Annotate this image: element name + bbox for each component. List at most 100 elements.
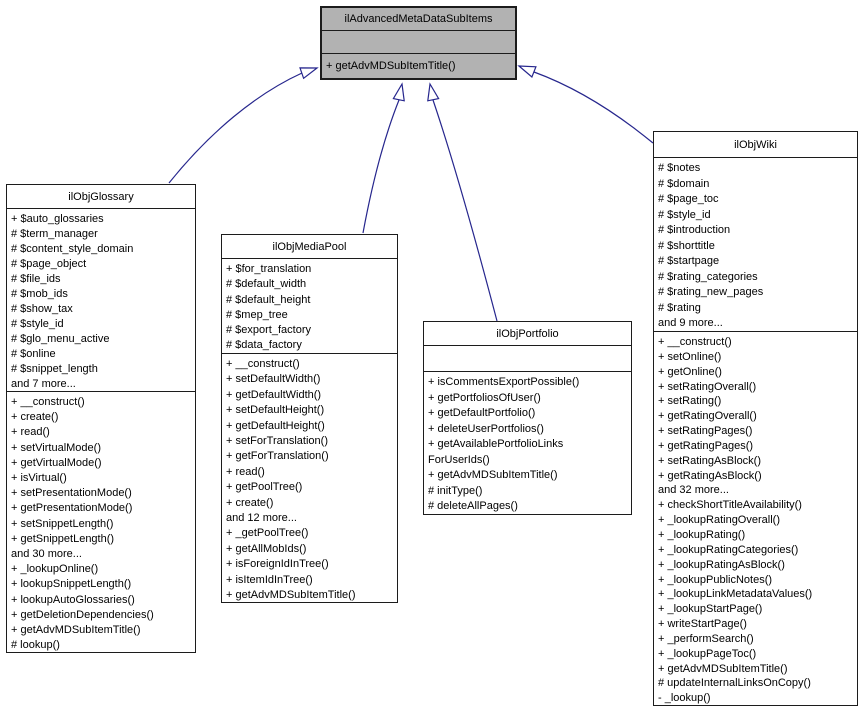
- member-row: + getVirtualMode(): [11, 456, 102, 469]
- member-row: + setForTranslation(): [226, 435, 328, 448]
- member-row: + __construct(): [658, 336, 732, 348]
- member-row: + getDefaultHeight(): [226, 419, 325, 432]
- member-row: + setDefaultWidth(): [226, 373, 321, 386]
- member-row: # $rating_new_pages: [658, 286, 764, 298]
- member-row: + getRatingOverall(): [658, 410, 757, 423]
- member-row: + setPresentationMode(): [11, 487, 132, 500]
- class-title[interactable]: ilObjMediaPool: [222, 235, 397, 259]
- member-row: + _lookupPageToc(): [658, 647, 757, 660]
- member-row: # $content_style_domain: [11, 243, 134, 255]
- class-node-ilobjmediapool[interactable]: ilObjMediaPool + $for_translation# $defa…: [221, 234, 398, 603]
- member-row: + getAdvMDSubItemTitle(): [226, 589, 356, 602]
- member-row: # $data_factory: [226, 339, 302, 352]
- member-row: # updateInternalLinksOnCopy(): [658, 677, 811, 690]
- member-row: + setDefaultHeight(): [226, 404, 325, 417]
- inheritance-edge-mediapool: [362, 99, 400, 234]
- methods-compartment: + getAdvMDSubItemTitle(): [322, 54, 515, 78]
- inheritance-arrowhead-wiki: [517, 65, 537, 79]
- member-row: + getRatingAsBlock(): [658, 469, 762, 482]
- member-row: + getPortfoliosOfUser(): [428, 391, 541, 404]
- member-row: # $rating_categories: [658, 270, 758, 283]
- member-row: + getPresentationMode(): [11, 502, 133, 515]
- member-row: # lookup(): [11, 639, 60, 652]
- member-row: + getOnline(): [658, 365, 722, 378]
- member-row: and 30 more...: [11, 548, 82, 561]
- inheritance-edge-portfolio: [432, 99, 498, 322]
- member-row: + getAdvMDSubItemTitle(): [11, 624, 141, 637]
- member-row: + setRatingPages(): [658, 425, 753, 438]
- member-row: # $show_tax: [11, 303, 73, 315]
- member-row: + isCommentsExportPossible(): [428, 376, 580, 388]
- member-row: + setRatingOverall(): [658, 380, 757, 393]
- class-node-iladvancedmetadatasubitems[interactable]: ilAdvancedMetaDataSubItems + getAdvMDSub…: [320, 6, 517, 80]
- class-title[interactable]: ilAdvancedMetaDataSubItems: [322, 8, 515, 31]
- member-row: # deleteAllPages(): [428, 500, 518, 512]
- member-row: + _lookupRatingOverall(): [658, 514, 780, 527]
- member-row: # $rating: [658, 301, 701, 314]
- member-row: + deleteUserPortfolios(): [428, 422, 544, 435]
- member-row: # $page_object: [11, 258, 87, 270]
- class-node-ilobjwiki[interactable]: ilObjWiki # $notes# $domain# $page_toc# …: [653, 131, 858, 706]
- member-row: + _lookupLinkMetadataValues(): [658, 588, 813, 601]
- member-row: + getAdvMDSubItemTitle(): [326, 60, 456, 72]
- member-row: # $snippet_length: [11, 363, 98, 375]
- member-row: + setRating(): [658, 395, 722, 408]
- member-row: and 7 more...: [11, 378, 76, 390]
- member-row: + _performSearch(): [658, 632, 754, 645]
- member-row: # $default_width: [226, 278, 307, 291]
- member-row: # $domain: [658, 177, 710, 190]
- member-row: + $auto_glossaries: [11, 213, 104, 225]
- member-row: + _getPoolTree(): [226, 527, 309, 540]
- member-row: + _lookupPublicNotes(): [658, 573, 773, 586]
- class-node-ilobjportfolio[interactable]: ilObjPortfolio + isCommentsExportPossibl…: [423, 321, 632, 515]
- member-row: + getSnippetLength(): [11, 532, 115, 545]
- member-row: # $export_factory: [226, 324, 311, 337]
- member-row: # $style_id: [11, 318, 64, 330]
- member-row: # $glo_menu_active: [11, 333, 110, 345]
- member-row: and 9 more...: [658, 317, 723, 329]
- member-row: # initType(): [428, 484, 483, 497]
- methods-compartment: + isCommentsExportPossible() + getPortfol…: [424, 372, 631, 514]
- member-row: + isForeignIdInTree(): [226, 558, 329, 571]
- member-row: + create(): [11, 411, 59, 424]
- class-title[interactable]: ilObjGlossary: [7, 185, 195, 209]
- member-row: + _lookupRatingCategories(): [658, 543, 799, 556]
- member-row: + setVirtualMode(): [11, 441, 101, 454]
- attributes-compartment: + $for_translation# $default_width# $def…: [222, 259, 397, 354]
- member-row: # $term_manager: [11, 228, 98, 240]
- member-row: + getAllMobIds(): [226, 542, 307, 555]
- class-node-ilobjglossary[interactable]: ilObjGlossary + $auto_glossaries # $term_…: [6, 184, 196, 653]
- member-row: # $default_height: [226, 293, 311, 306]
- member-row: + getAvailablePortfolioLinks: [428, 438, 564, 450]
- class-title[interactable]: ilObjPortfolio: [424, 322, 631, 346]
- inheritance-arrowhead-portfolio: [427, 82, 440, 102]
- methods-compartment: + __construct() + create() + read() + setVi…: [7, 392, 195, 652]
- member-row: + getAdvMDSubItemTitle(): [658, 662, 788, 675]
- attributes-compartment: + $auto_glossaries # $term_manager # $cont…: [7, 209, 195, 392]
- attributes-compartment: [424, 346, 631, 372]
- attributes-compartment: # $notes # $domain # $page_toc # $style_id #…: [654, 158, 857, 332]
- member-row: + getDeletionDependencies(): [11, 608, 154, 621]
- member-row: + setRatingAsBlock(): [658, 454, 762, 467]
- member-row: # $style_id: [658, 208, 711, 221]
- member-row: + create(): [226, 496, 274, 509]
- member-row: + __construct(): [11, 396, 85, 408]
- member-row: # $mep_tree: [226, 308, 288, 321]
- member-row: + read(): [11, 426, 50, 439]
- class-title[interactable]: ilObjWiki: [654, 132, 857, 158]
- member-row: # $introduction: [658, 224, 731, 236]
- member-row: + getRatingPages(): [658, 439, 754, 452]
- member-row: # $notes: [658, 162, 701, 174]
- member-row: # $file_ids: [11, 273, 61, 285]
- member-row: + lookupSnippetLength(): [11, 578, 132, 591]
- member-row: + __construct(): [226, 358, 300, 370]
- member-row: + isVirtual(): [11, 472, 67, 485]
- member-row: + getDefaultPortfolio(): [428, 407, 536, 419]
- member-row: + getPoolTree(): [226, 481, 303, 494]
- inheritance-edge-wiki: [533, 71, 654, 144]
- member-row: + setOnline(): [658, 350, 722, 363]
- member-row: + isItemIdInTree(): [226, 573, 313, 586]
- member-row: # $page_toc: [658, 193, 719, 205]
